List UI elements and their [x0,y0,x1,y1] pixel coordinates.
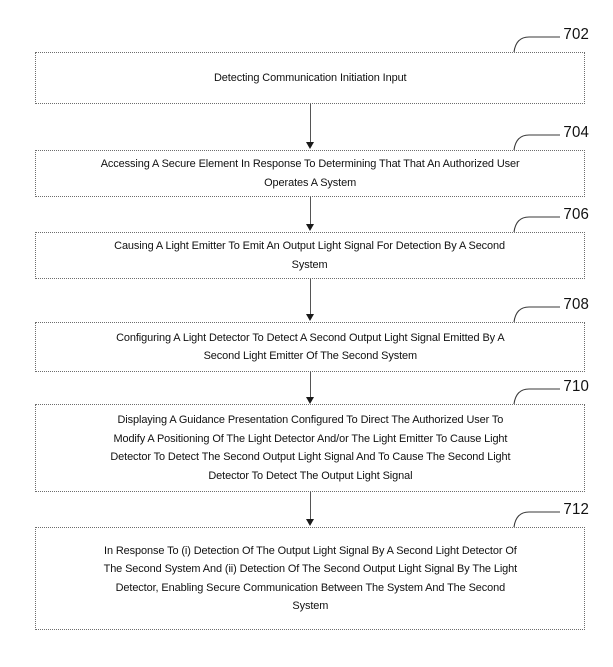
ref-number-712: 712 [563,501,590,518]
leader-line-702 [513,36,560,53]
arrowhead-702-704 [306,142,314,149]
ref-number-710: 710 [563,378,590,395]
connector-702-704 [310,104,311,143]
leader-line-712 [513,511,560,528]
flow-node-710-label: Displaying A Guidance Presentation Confi… [109,414,511,482]
flow-node-704: Accessing A Secure Element In Response T… [35,150,585,197]
ref-number-702: 702 [563,26,590,43]
arrowhead-710-712 [306,519,314,526]
flow-node-708-label: Configuring A Light Detector To Detect A… [115,331,505,363]
leader-line-706 [513,216,560,233]
connector-704-706 [310,197,311,228]
ref-number-706: 706 [563,206,590,223]
leader-line-708 [513,306,560,323]
flow-node-708: Configuring A Light Detector To Detect A… [35,322,585,372]
flow-node-706-label: Causing A Light Emitter To Emit An Outpu… [114,240,506,271]
leader-line-710 [513,388,560,405]
flow-node-712: In Response To (i) Detection Of The Outp… [35,527,585,630]
connector-708-710 [310,372,311,400]
flow-node-706: Causing A Light Emitter To Emit An Outpu… [35,232,585,279]
flow-node-712-label: In Response To (i) Detection Of The Outp… [103,544,517,613]
flow-node-710: Displaying A Guidance Presentation Confi… [35,404,585,492]
flow-node-702: Detecting Communication Initiation Input [35,52,585,104]
flow-node-704-label: Accessing A Secure Element In Response T… [100,158,520,189]
connector-710-712 [310,492,311,522]
ref-number-708: 708 [563,296,590,313]
arrowhead-708-710 [306,397,314,404]
flow-node-702-label: Detecting Communication Initiation Input [213,71,407,84]
arrowhead-704-706 [306,224,314,231]
ref-number-704: 704 [563,124,590,141]
leader-line-704 [513,134,560,151]
connector-706-708 [310,279,311,317]
arrowhead-706-708 [306,314,314,321]
